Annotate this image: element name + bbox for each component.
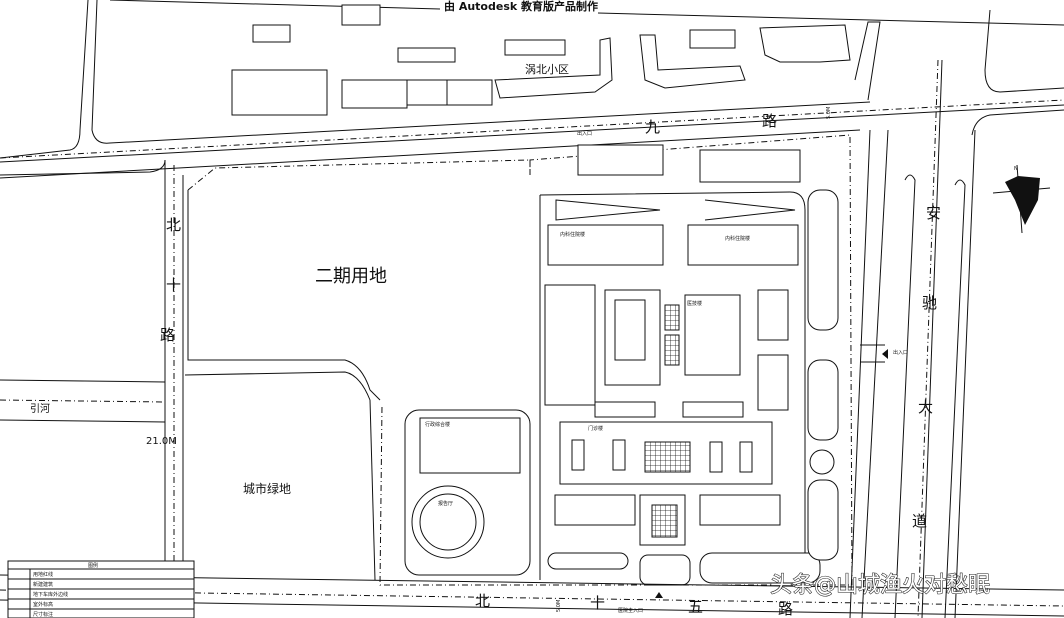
svg-text:医技楼: 医技楼	[687, 300, 702, 307]
legend-item: 尺寸标注	[33, 611, 53, 618]
left-road-name-1: 北	[166, 216, 181, 234]
right-avenue: 安 驰 大 道	[849, 59, 976, 618]
top-road-width: 5.0M	[826, 107, 832, 119]
hospital-buildings: 内科住院楼 内科住院楼 医技楼 门诊楼 行政综合楼 报告厅	[404, 130, 908, 614]
svg-text:N: N	[1014, 166, 1018, 172]
svg-text:出入口: 出入口	[893, 349, 908, 356]
site-boundary	[379, 134, 853, 586]
inpatient-building-left	[547, 224, 664, 266]
right-road-name-4: 道	[912, 512, 927, 530]
river-label: 引河	[30, 403, 50, 415]
admin-building	[419, 417, 521, 474]
bottom-road-name-4: 路	[778, 600, 793, 618]
svg-text:出入口: 出入口	[577, 130, 592, 137]
green-label: 城市绿地	[243, 481, 291, 496]
left-road-name-3: 路	[160, 326, 175, 344]
legend-item: 用地红线	[33, 571, 53, 578]
phase2-label: 二期用地	[315, 266, 387, 287]
phase2-land: 二期用地 城市绿地	[184, 159, 531, 581]
bottom-road-name-1: 北	[475, 592, 490, 610]
right-road-name-3: 大	[918, 398, 933, 416]
bottom-road-name-2: 十	[590, 594, 605, 612]
community-label: 涡北小区	[525, 63, 569, 76]
top-road: 九 路 5.0M	[0, 0, 1064, 179]
main-entrance-label: 医院主入口	[618, 607, 643, 614]
svg-text:行政综合楼: 行政综合楼	[425, 421, 450, 428]
svg-text:内科住院楼: 内科住院楼	[560, 231, 585, 238]
top-road-name-1: 九	[645, 118, 660, 136]
legend-item: 新建建筑	[33, 581, 53, 588]
watermark: 头条@山城渔火对愁眠	[770, 573, 990, 598]
legend-item: 室外标高	[33, 601, 53, 608]
left-road: 引河 北 十 路 21.0M	[0, 159, 184, 618]
right-road-name-1: 安	[926, 204, 941, 222]
north-arrow-icon: N	[992, 164, 1051, 234]
svg-text:门诊楼: 门诊楼	[588, 425, 603, 432]
autodesk-watermark: 由 Autodesk 教育版产品制作	[444, 0, 598, 13]
bottom-road-name-3: 五	[688, 598, 703, 616]
right-road-name-2: 驰	[922, 294, 937, 312]
svg-text:报告厅: 报告厅	[438, 500, 453, 507]
top-road-name-2: 路	[762, 112, 777, 130]
inpatient-building-right	[687, 224, 799, 266]
left-road-width: 21.0M	[146, 436, 177, 447]
bottom-road-width: 5.0M	[556, 600, 562, 612]
community-buildings: 涡北小区	[231, 4, 881, 116]
left-road-name-2: 十	[166, 276, 181, 294]
svg-text:内科住院楼: 内科住院楼	[725, 235, 750, 242]
lecture-hall	[419, 493, 477, 551]
legend-item: 地下车库外边线	[33, 591, 68, 598]
svg-text:图例: 图例	[88, 562, 98, 569]
legend: 图例 用地红线 新建建筑 地下车库外边线 室外标高 尺寸标注	[7, 560, 195, 618]
